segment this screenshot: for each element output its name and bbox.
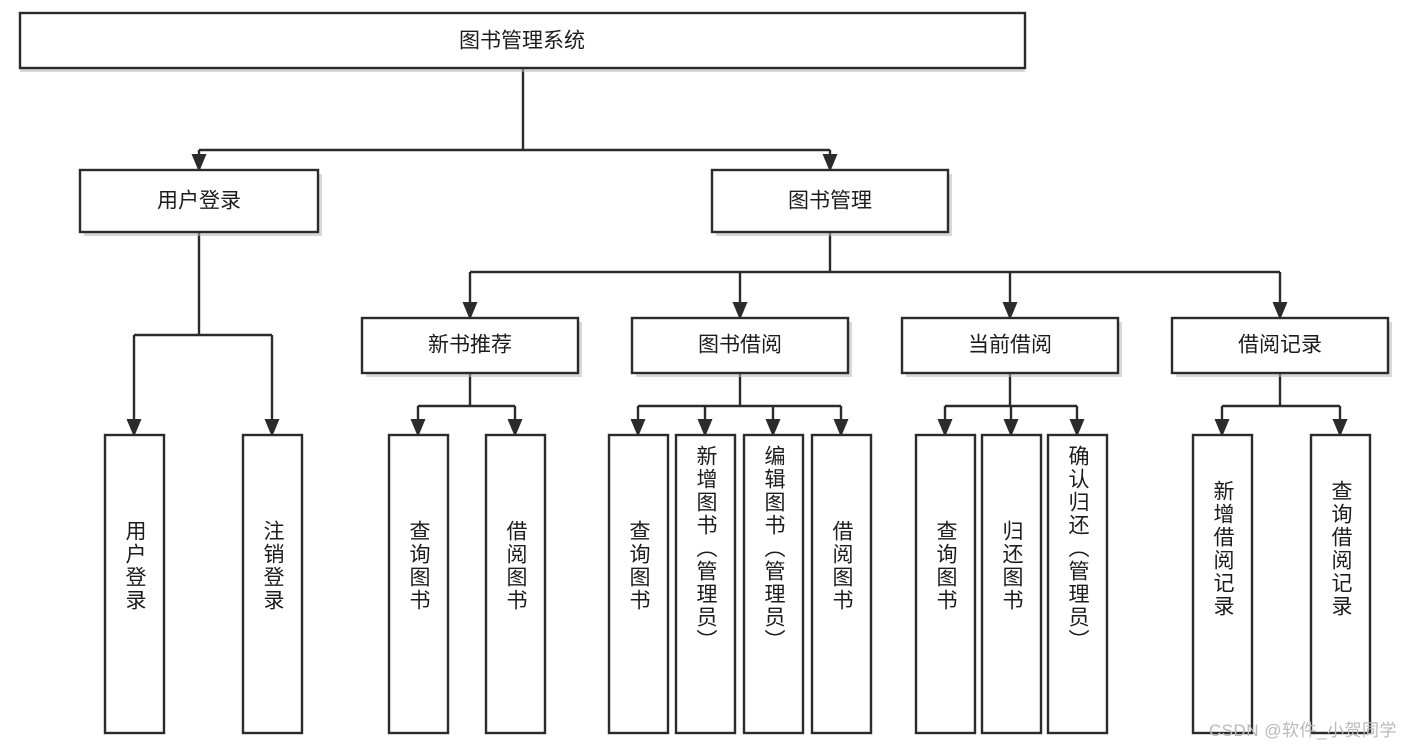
- node-level2-current-borrow[interactable]: 当前借阅: [900, 316, 1122, 377]
- connector-group-user-login: [126, 232, 280, 437]
- connector-group-current-borrow: [937, 373, 1085, 437]
- node-level2-book-borrow[interactable]: 图书借阅: [630, 316, 852, 377]
- level1-0-rect[interactable]: [78, 168, 320, 234]
- level2-3-rect[interactable]: [1170, 316, 1390, 375]
- leaf-rect-3[interactable]: [484, 433, 547, 735]
- leaf-rect-6[interactable]: [742, 433, 805, 735]
- leaf-boxes: [103, 433, 1372, 735]
- watermark-text: CSDN @软件_小贺同学: [1208, 721, 1397, 740]
- level2-2-label: 当前借阅: [968, 334, 1052, 357]
- leaf-rect-5[interactable]: [674, 433, 737, 735]
- level1-0-label: 用户登录: [157, 190, 241, 213]
- level1-1-rect[interactable]: [710, 168, 950, 234]
- level2-0-label: 新书推荐: [428, 334, 512, 357]
- leaf-rect-7[interactable]: [810, 433, 873, 735]
- connector-group-root: [191, 68, 838, 172]
- leaf-rect-10[interactable]: [1046, 433, 1109, 735]
- leaf-rect-8[interactable]: [914, 433, 977, 735]
- title-box-rect[interactable]: [18, 11, 1027, 70]
- connector-group-book-manage: [462, 232, 1288, 320]
- level2-3-label: 借阅记录: [1238, 334, 1322, 357]
- title-box-label: 图书管理系统: [459, 30, 585, 53]
- node-level2-borrow-record[interactable]: 借阅记录: [1170, 316, 1392, 377]
- level2-0-rect[interactable]: [360, 316, 580, 375]
- connector-group-book-borrow: [630, 373, 849, 437]
- leaf-rect-4[interactable]: [607, 433, 670, 735]
- level1-1-label: 图书管理: [788, 190, 872, 213]
- leaf-rect-1[interactable]: [241, 433, 304, 735]
- node-title-box[interactable]: 图书管理系统: [18, 11, 1027, 72]
- leaf-rect-0[interactable]: [103, 433, 166, 735]
- leaf-rect-2[interactable]: [387, 433, 450, 735]
- connector-group-borrow-record: [1214, 373, 1348, 437]
- node-level1-user-login[interactable]: 用户登录: [78, 168, 322, 236]
- level2-1-label: 图书借阅: [698, 334, 782, 357]
- leaf-rect-11[interactable]: [1191, 433, 1254, 735]
- connector-group-new-book-recommend: [410, 373, 523, 437]
- node-level2-new-book-recommend[interactable]: 新书推荐: [360, 316, 582, 377]
- level2-1-rect[interactable]: [630, 316, 850, 375]
- leaf-rect-12[interactable]: [1309, 433, 1372, 735]
- leaf-rect-9[interactable]: [980, 433, 1043, 735]
- node-level1-book-manage[interactable]: 图书管理: [710, 168, 952, 236]
- level2-2-rect[interactable]: [900, 316, 1120, 375]
